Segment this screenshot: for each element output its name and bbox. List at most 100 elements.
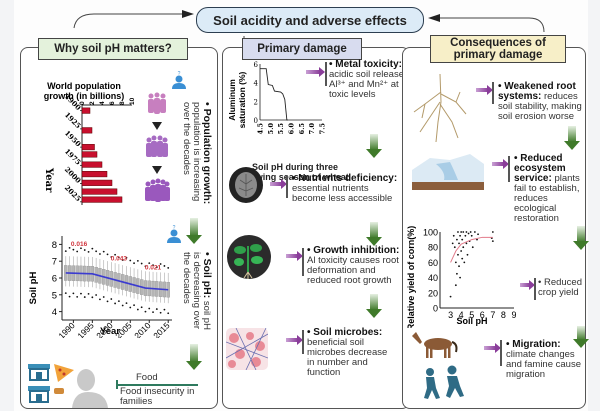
ecosystem-line: reduces [514, 193, 548, 204]
migration-line: migration [506, 369, 546, 380]
population-bullet-line2: over the decades [181, 102, 192, 175]
corn-x-tick: 9 [511, 310, 516, 320]
soil-ph-outlier [95, 250, 98, 253]
soil-ph-outlier [95, 294, 98, 296]
seedling-icon [227, 235, 271, 279]
green-down-arrow [366, 222, 382, 246]
people-group-icon [148, 92, 166, 114]
soil-microbes-line: in number and [307, 357, 368, 368]
population-bullet-line1: population is increasing [191, 102, 202, 202]
soil-ph-outlier [72, 248, 75, 251]
soil-ph-outlier [121, 304, 124, 307]
weakened-root-line: soil erosion worse [498, 111, 575, 122]
ph-bullet-title: • Soil pH: [201, 252, 213, 299]
ecosystem-line: ecological [514, 203, 557, 214]
soil-ph-x-tick: 1995 [75, 320, 96, 338]
soil-ph-y-tick: 7 [52, 257, 57, 268]
corn-y-tick: 100 [423, 228, 438, 238]
population-year-tick: 1975 [63, 147, 83, 167]
aluminum-saturation-line [260, 68, 288, 121]
soil-ph-y-tick: 6 [52, 274, 57, 285]
soil-ph-outlier [72, 292, 75, 295]
soil-ph-outlier [159, 263, 162, 265]
soil-ph-outlier [114, 253, 117, 256]
corn-data-point [459, 276, 461, 279]
population-bar [81, 171, 108, 178]
soil-ph-y-tick: 4 [52, 307, 57, 318]
ph-bullet-line0: soil pH [201, 298, 212, 330]
corn-data-point [462, 231, 465, 233]
corn-fit-line [450, 236, 493, 263]
population-bar [81, 151, 98, 158]
ecosystem-title2: ecosystem [514, 163, 566, 174]
bracket-bar [492, 82, 494, 104]
soil-microbes-bullet: • Soil microbes: beneficial soil microbe… [307, 328, 407, 378]
soil-ph-outlier [129, 259, 132, 262]
nutrients-line: essential nutrients [292, 183, 369, 194]
soil-ph-outlier [76, 250, 79, 253]
soil-ph-outlier [87, 292, 90, 295]
svg-text:?: ? [173, 225, 176, 231]
corn-x-tick: 8 [501, 310, 506, 320]
food-label: Food [136, 372, 158, 383]
corn-x-tick: 7 [490, 310, 495, 320]
horse-icon [412, 332, 458, 358]
soil-ph-outlier [106, 300, 109, 303]
corn-y-tick: 0 [433, 304, 438, 314]
bracket-bar [302, 330, 304, 354]
green-down-arrow [366, 134, 382, 158]
soil-ph-outlier [125, 302, 128, 305]
nutrients-line: become less accessible [292, 193, 393, 204]
aluminum-x-tick: 6.5 [298, 123, 306, 135]
population-growth-bullet: • Population growth: population is incre… [181, 102, 213, 204]
corn-y-tick: 20 [428, 288, 438, 298]
aluminum-y-label-1: Aluminum [227, 79, 237, 121]
panel-why-header: Why soil pH matters? [38, 38, 188, 60]
soil-ph-x-label: Year [100, 326, 120, 337]
migration-title: • Migration: [506, 339, 561, 350]
aluminum-x-tick: 6.0 [288, 123, 296, 135]
corn-data-point [465, 242, 468, 245]
metal-toxicity-line: toxic levels [329, 89, 376, 100]
population-value-tick: 8 [119, 101, 126, 105]
soil-ph-outlier [102, 296, 105, 298]
soil-ph-rate-annotation: 0.016 [71, 241, 88, 248]
soil-ph-outlier [167, 267, 170, 269]
population-year-tick: 1950 [63, 128, 83, 148]
soil-ph-outlier [87, 250, 90, 253]
corn-data-point [460, 250, 463, 252]
aluminum-y-tick: 6 [254, 61, 259, 69]
soil-ph-outlier [159, 311, 162, 314]
aluminum-x-tick: 5.5 [277, 123, 285, 135]
population-bar [81, 144, 95, 151]
corn-y-label: Relative yield of corn(%) [406, 226, 416, 328]
bracket-bar [500, 340, 502, 366]
aluminum-y-tick: 4 [254, 80, 259, 88]
corn-y-tick: 80 [428, 243, 438, 253]
weakened-root-bullet: • Weakened root systems: reduces soil st… [498, 82, 586, 122]
population-year-label: Year [43, 167, 54, 193]
panel-primary-header: Primary damage [242, 38, 362, 60]
corn-data-point [473, 231, 476, 233]
corn-data-point [459, 234, 461, 237]
corn-x-tick: 3 [448, 310, 453, 320]
corn-data-point [465, 231, 468, 233]
soil-ph-outlier [110, 298, 113, 300]
arrowhead-right [428, 14, 440, 22]
ecosystem-line: restoration [514, 213, 559, 224]
population-bar [81, 127, 93, 134]
soil-ph-outlier [144, 265, 147, 268]
green-down-arrow [186, 218, 202, 244]
crop-yield-line: crop yield [538, 287, 579, 298]
metal-toxicity-bullet: • Metal toxicity: acidic soil release Al… [329, 60, 415, 100]
population-value-tick: 10 [129, 97, 136, 105]
store-icon [28, 386, 50, 403]
soil-ph-outlier [163, 308, 166, 311]
weakened-root-title2: systems: [498, 91, 542, 102]
soil-ph-outlier [140, 262, 143, 265]
soil-microbes-line: beneficial soil [307, 337, 365, 348]
corn-data-point [462, 246, 465, 249]
ph-bullet-line1: is decreasing over [191, 252, 202, 330]
